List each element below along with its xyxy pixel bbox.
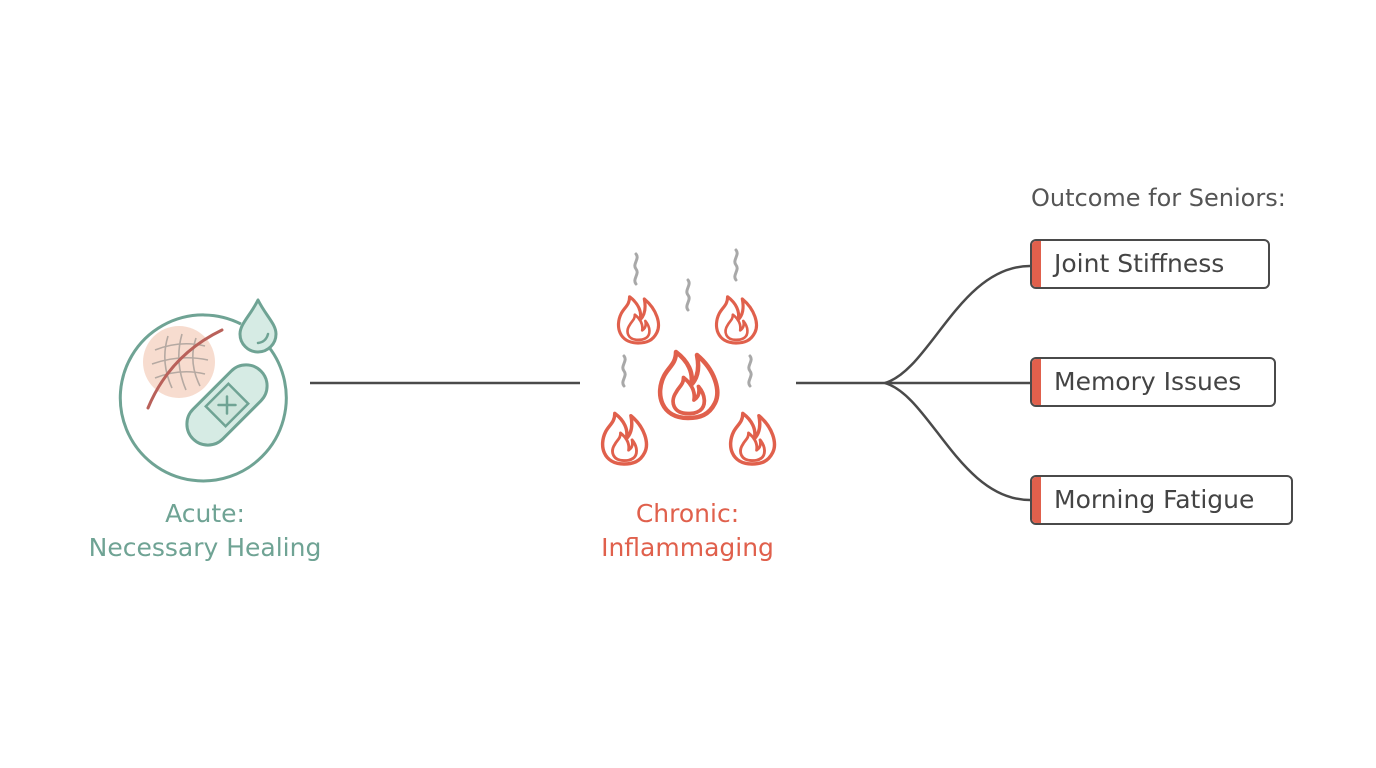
connector-branch-joint (884, 264, 1031, 385)
outcome-box-morning-fatigue: Morning Fatigue (1030, 475, 1293, 525)
chronic-label-line2: Inflammaging (601, 533, 774, 562)
outcome-box-joint-stiffness: Joint Stiffness (1030, 239, 1270, 289)
acute-label: Acute: Necessary Healing (55, 497, 355, 565)
bandage-wound-icon (118, 298, 288, 483)
acute-label-line2: Necessary Healing (88, 533, 322, 562)
connector-branch-fatigue (884, 381, 1031, 502)
outcome-accent-bar (1032, 359, 1041, 405)
outcome-accent-bar (1032, 477, 1041, 523)
chronic-label-line1: Chronic: (635, 499, 740, 528)
outcome-box-memory-issues: Memory Issues (1030, 357, 1276, 407)
chronic-label: Chronic: Inflammaging (560, 497, 815, 565)
outcome-label: Joint Stiffness (1054, 249, 1225, 278)
acute-label-line1: Acute: (165, 499, 245, 528)
outcome-label: Memory Issues (1054, 367, 1242, 396)
outcomes-title: Outcome for Seniors: (1031, 184, 1286, 212)
flames-icon (600, 248, 777, 466)
outcome-label: Morning Fatigue (1054, 485, 1255, 514)
outcome-accent-bar (1032, 241, 1041, 287)
